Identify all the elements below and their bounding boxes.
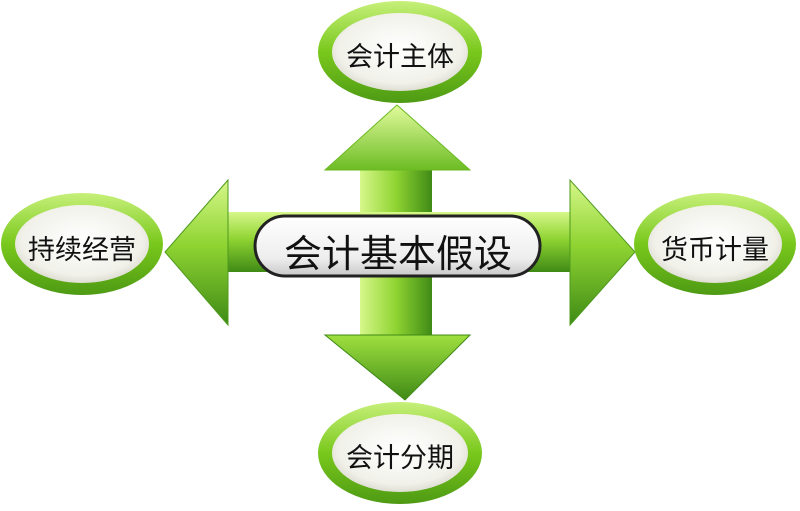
node-left-label: 持续经营 bbox=[28, 235, 136, 266]
node-top-label: 会计主体 bbox=[346, 42, 454, 73]
center-label: 会计基本假设 bbox=[283, 232, 512, 276]
node-bottom bbox=[332, 414, 468, 492]
node-left bbox=[15, 205, 149, 283]
node-top bbox=[332, 13, 468, 91]
center-pill bbox=[253, 214, 542, 278]
node-right bbox=[648, 205, 782, 283]
node-right-label: 货币计量 bbox=[661, 235, 769, 266]
arrow-up-head bbox=[323, 104, 472, 171]
arrow-left-head bbox=[164, 178, 229, 327]
node-bottom-label: 会计分期 bbox=[346, 443, 454, 474]
arrow-right-head bbox=[569, 178, 636, 327]
arrow-down-head bbox=[323, 334, 472, 401]
